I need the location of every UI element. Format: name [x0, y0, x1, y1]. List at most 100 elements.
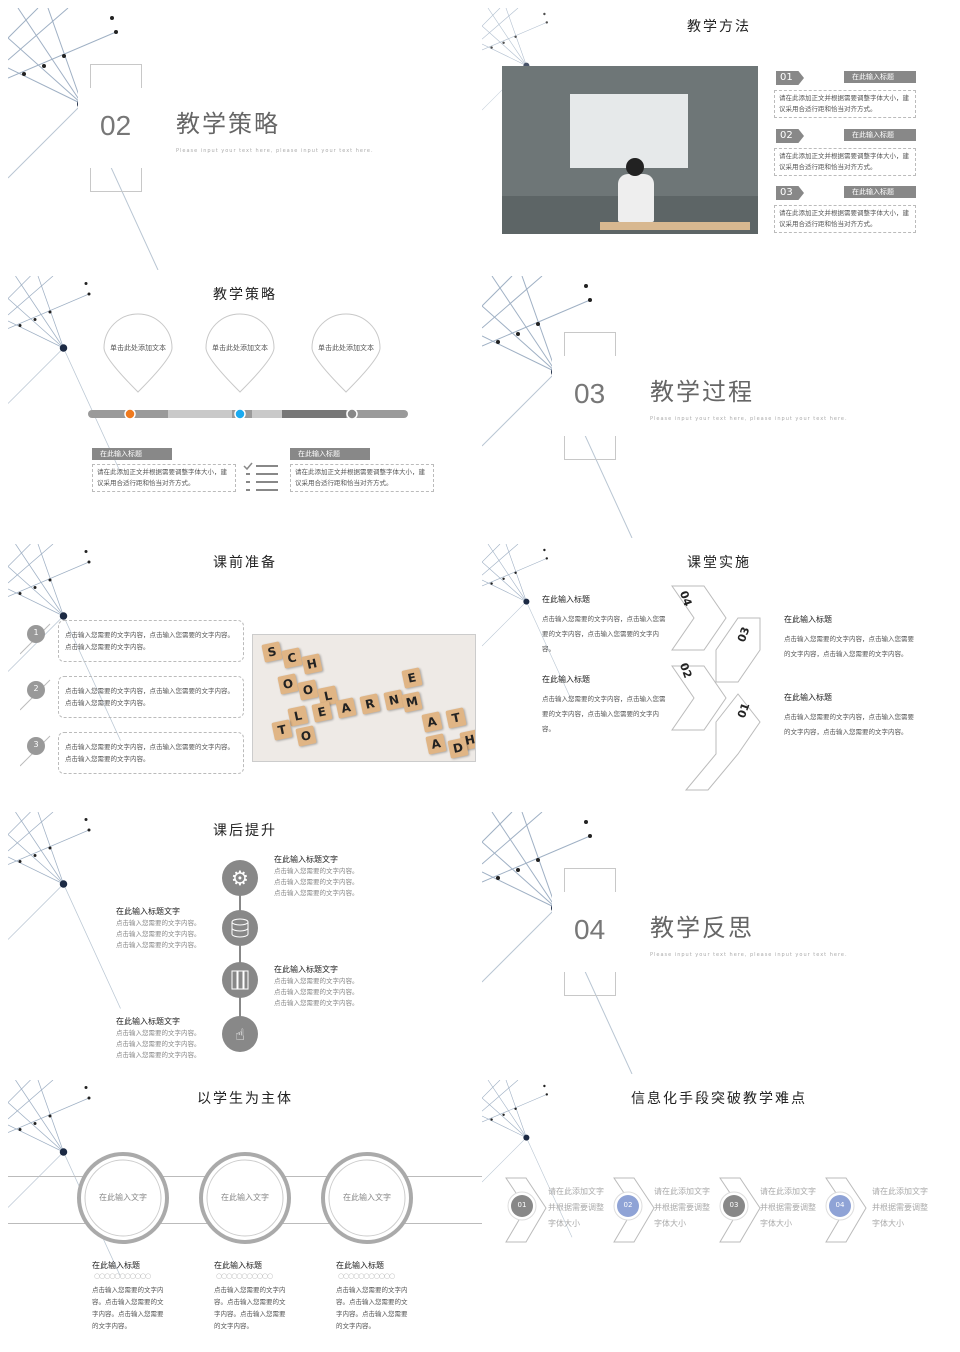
circle-rings — [77, 1152, 413, 1244]
timeline-dot-gray — [346, 408, 358, 420]
item-text-3: 点击输入您需要的文字内容，点击输入您需要的文字内容。点击输入您需要的文字内容。 — [58, 732, 244, 774]
pin-label-3: 单击此处添加文本 — [318, 344, 374, 352]
letter-tile: S — [261, 641, 283, 663]
letter-tile: M — [401, 691, 423, 713]
left-tag: 在此输入标题 — [92, 448, 172, 460]
section-number: 03 — [574, 378, 606, 409]
item-number-2: 2 — [33, 684, 39, 693]
item-tag-03: 在此输入标题 — [844, 186, 916, 198]
slide-section-03: 03 教学过程 Please input your text here, ple… — [482, 276, 956, 538]
section-subtitle: Please input your text here, please inpu… — [176, 148, 374, 154]
step-text-03: 请在此添加文字并根据需要调整字体大小 — [760, 1187, 816, 1228]
item-tag-01: 在此输入标题 — [844, 71, 916, 83]
section-title: 教学策略 — [176, 110, 280, 138]
slide-title: 课堂实施 — [687, 555, 751, 571]
item-line-4c: 点击输入您需要的文字内容。 — [116, 1051, 201, 1059]
left-head-1: 在此输入标题 — [542, 595, 590, 604]
letter-tile: E — [311, 701, 333, 723]
letter-tile: R — [359, 693, 381, 715]
timeline-line — [239, 868, 241, 1048]
col-head-2: 在此输入标题 — [214, 1261, 262, 1270]
section-subtitle: Please input your text here, please inpu… — [650, 952, 848, 958]
item-line-3a: 点击输入您需要的文字内容。 — [274, 977, 359, 985]
checklist-icon — [243, 462, 278, 491]
slide-section-02: 02 教学策略 Please input your text here, ple… — [8, 8, 482, 270]
section-title: 教学过程 — [650, 378, 754, 406]
item-line-2c: 点击输入您需要的文字内容。 — [116, 941, 201, 949]
letter-tile: A — [421, 711, 443, 733]
letter-tile: O — [297, 679, 319, 701]
col-text-1: 点击输入您需要的文字内容。点击输入您需要的文字内容。点击输入您需要的文字内容。 — [92, 1286, 164, 1330]
slide-title: 教学策略 — [213, 287, 277, 303]
col-dots-1: ○○○○○○○○○○○ — [94, 1272, 151, 1280]
database-icon — [222, 910, 258, 946]
item-number-03: 03 — [776, 186, 804, 200]
server-icon — [222, 962, 258, 998]
slide-title: 以学生为主体 — [197, 1091, 293, 1107]
col-dots-2: ○○○○○○○○○○○ — [216, 1272, 273, 1280]
number-circles — [20, 623, 51, 767]
item-head-4: 在此输入标题文字 — [116, 1017, 180, 1026]
item-head-1: 在此输入标题文字 — [274, 855, 338, 864]
left-text: 请在此添加正文并根据需要调整字体大小，建议采用合适行距和恰当对齐方式。 — [92, 464, 236, 492]
item-line-2b: 点击输入您需要的文字内容。 — [116, 930, 201, 938]
item-text-2: 点击输入您需要的文字内容，点击输入您需要的文字内容。点击输入您需要的文字内容。 — [58, 676, 244, 718]
letter-tile: L — [287, 705, 309, 727]
slide-section-04: 04 教学反思 Please input your text here, ple… — [482, 812, 956, 1074]
col-head-1: 在此输入标题 — [92, 1261, 140, 1270]
left-head-2: 在此输入标题 — [542, 675, 590, 684]
item-number-02: 02 — [776, 129, 804, 143]
letter-tile: H — [301, 653, 323, 675]
item-line-4b: 点击输入您需要的文字内容。 — [116, 1040, 201, 1048]
slide-it-methods: 信息化手段突破教学难点 01 02 03 04 请在此添加文字并根据需要调整字体… — [482, 1080, 956, 1342]
step-text-02: 请在此添加文字并根据需要调整字体大小 — [654, 1187, 710, 1228]
col-text-3: 点击输入您需要的文字内容。点击输入您需要的文字内容。点击输入您需要的文字内容。 — [336, 1286, 408, 1330]
zigzag-arrows — [671, 585, 761, 791]
slide-teaching-strategy: 教学策略 单击此处添加文本 单击此处添加文本 单击此处添加文本 在此输入标题 请… — [8, 276, 482, 538]
section-number: 02 — [100, 110, 132, 141]
item-text-02: 请在此添加正文并根据需要调整字体大小，建议采用合适行距和恰当对齐方式。 — [774, 148, 916, 176]
gear-icon: ⚙ — [222, 860, 258, 896]
slide-classroom-implementation: 课堂实施 在此输入标题 点击输入您需要的文字内容，点击输入您需要的文字内容，点击… — [482, 544, 956, 806]
slide-after-class: 课后提升 ⚙ ☝ 在此输入标题文字 点击输入您需要的文字内容。 点击输入您需要的… — [8, 812, 482, 1074]
item-line-1b: 点击输入您需要的文字内容。 — [274, 878, 359, 886]
section-number: 04 — [574, 914, 606, 945]
section-title: 教学反思 — [650, 914, 754, 942]
circle-label-1: 在此输入文字 — [99, 1193, 147, 1202]
item-line-1c: 点击输入您需要的文字内容。 — [274, 889, 359, 897]
right-text-2: 点击输入您需要的文字内容，点击输入您需要的文字内容，点击输入您需要的文字内容。 — [784, 713, 914, 736]
item-number-1: 1 — [33, 628, 39, 637]
left-text-2: 点击输入您需要的文字内容，点击输入您需要的文字内容，点击输入您需要的文字内容。 — [542, 695, 666, 733]
step-num-02: 02 — [623, 1201, 633, 1209]
item-number-3: 3 — [33, 740, 39, 749]
right-head-1: 在此输入标题 — [784, 615, 832, 624]
right-text: 请在此添加正文并根据需要调整字体大小，建议采用合适行距和恰当对齐方式。 — [290, 464, 434, 492]
item-tag-02: 在此输入标题 — [844, 129, 916, 141]
item-line-1a: 点击输入您需要的文字内容。 — [274, 867, 359, 875]
chevron-steps — [505, 1177, 867, 1243]
letter-tile: E — [401, 667, 423, 689]
item-line-3b: 点击输入您需要的文字内容。 — [274, 988, 359, 996]
pin-shapes — [88, 313, 408, 420]
slide-title: 教学方法 — [687, 19, 751, 35]
person — [618, 174, 654, 222]
right-tag: 在此输入标题 — [290, 448, 370, 460]
touch-icon: ☝ — [222, 1016, 258, 1052]
item-line-4a: 点击输入您需要的文字内容。 — [116, 1029, 201, 1037]
item-line-3c: 点击输入您需要的文字内容。 — [274, 999, 359, 1007]
letter-tile: O — [295, 725, 317, 747]
item-text-01: 请在此添加正文并根据需要调整字体大小，建议采用合适行距和恰当对齐方式。 — [774, 90, 916, 118]
photo-gallery-viewer — [502, 66, 758, 234]
item-line-2a: 点击输入您需要的文字内容。 — [116, 919, 201, 927]
projection-screen — [570, 94, 688, 168]
letter-tile: T — [445, 707, 467, 729]
slide-preparation: 课前准备 1 2 3 点击输入您需要的文字内容，点击输入您需要的文字内容。点击输… — [8, 544, 482, 806]
circle-label-2: 在此输入文字 — [221, 1193, 269, 1202]
col-text-2: 点击输入您需要的文字内容。点击输入您需要的文字内容。点击输入您需要的文字内容。 — [214, 1286, 286, 1330]
slide-title: 信息化手段突破教学难点 — [631, 1091, 807, 1107]
col-head-3: 在此输入标题 — [336, 1261, 384, 1270]
letter-tile: D — [447, 737, 469, 759]
step-num-03: 03 — [729, 1201, 739, 1209]
right-head-2: 在此输入标题 — [784, 693, 832, 702]
